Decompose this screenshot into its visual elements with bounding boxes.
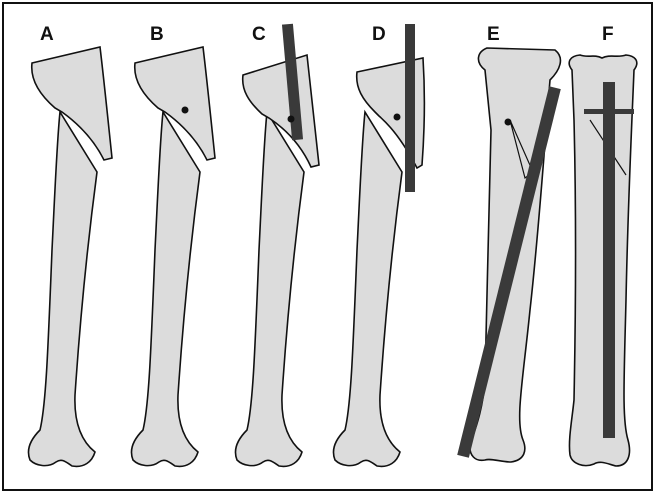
panel-b-drawing xyxy=(131,47,215,466)
panel-d-drawing xyxy=(333,24,424,466)
tibia-shaft xyxy=(131,112,200,466)
entry-point-marker xyxy=(505,119,512,126)
tibia-shaft xyxy=(235,112,304,466)
tibia-shaft xyxy=(28,112,97,466)
entry-point-marker xyxy=(182,107,189,114)
intramedullary-nail xyxy=(603,82,615,438)
locking-screw xyxy=(584,109,634,114)
tibia-shaft xyxy=(333,112,402,466)
panel-f-drawing xyxy=(569,55,637,466)
panel-e-drawing xyxy=(457,48,561,462)
panel-a-drawing xyxy=(28,47,112,466)
panel-c-drawing xyxy=(235,24,319,467)
guide-rod xyxy=(405,24,415,192)
entry-point-marker xyxy=(394,114,401,121)
entry-point-marker xyxy=(288,116,295,123)
